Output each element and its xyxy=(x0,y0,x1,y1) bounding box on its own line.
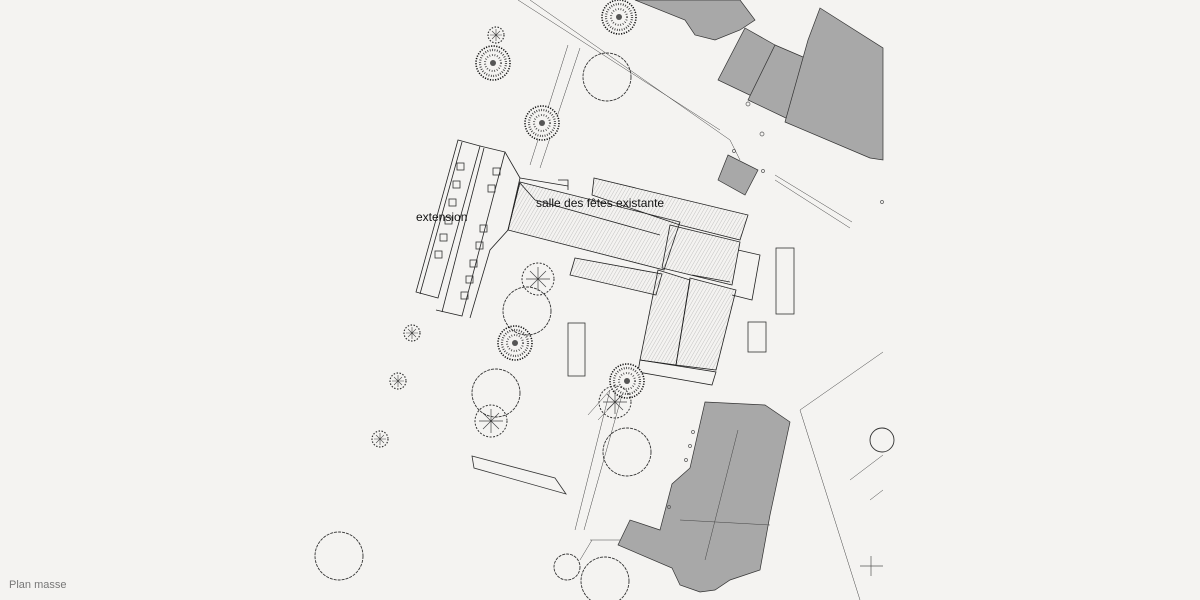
existing-hall xyxy=(507,177,761,386)
road-lines xyxy=(517,0,884,600)
existing-hall-label: salle des fêtes existante xyxy=(536,196,664,210)
plan-caption: Plan masse xyxy=(9,579,67,591)
extension-label: extension xyxy=(416,210,467,224)
extension-building xyxy=(415,139,521,319)
site-markers xyxy=(667,101,884,576)
neighbour-buildings xyxy=(617,0,884,593)
small-outbuildings xyxy=(471,247,795,495)
trees xyxy=(314,0,895,600)
